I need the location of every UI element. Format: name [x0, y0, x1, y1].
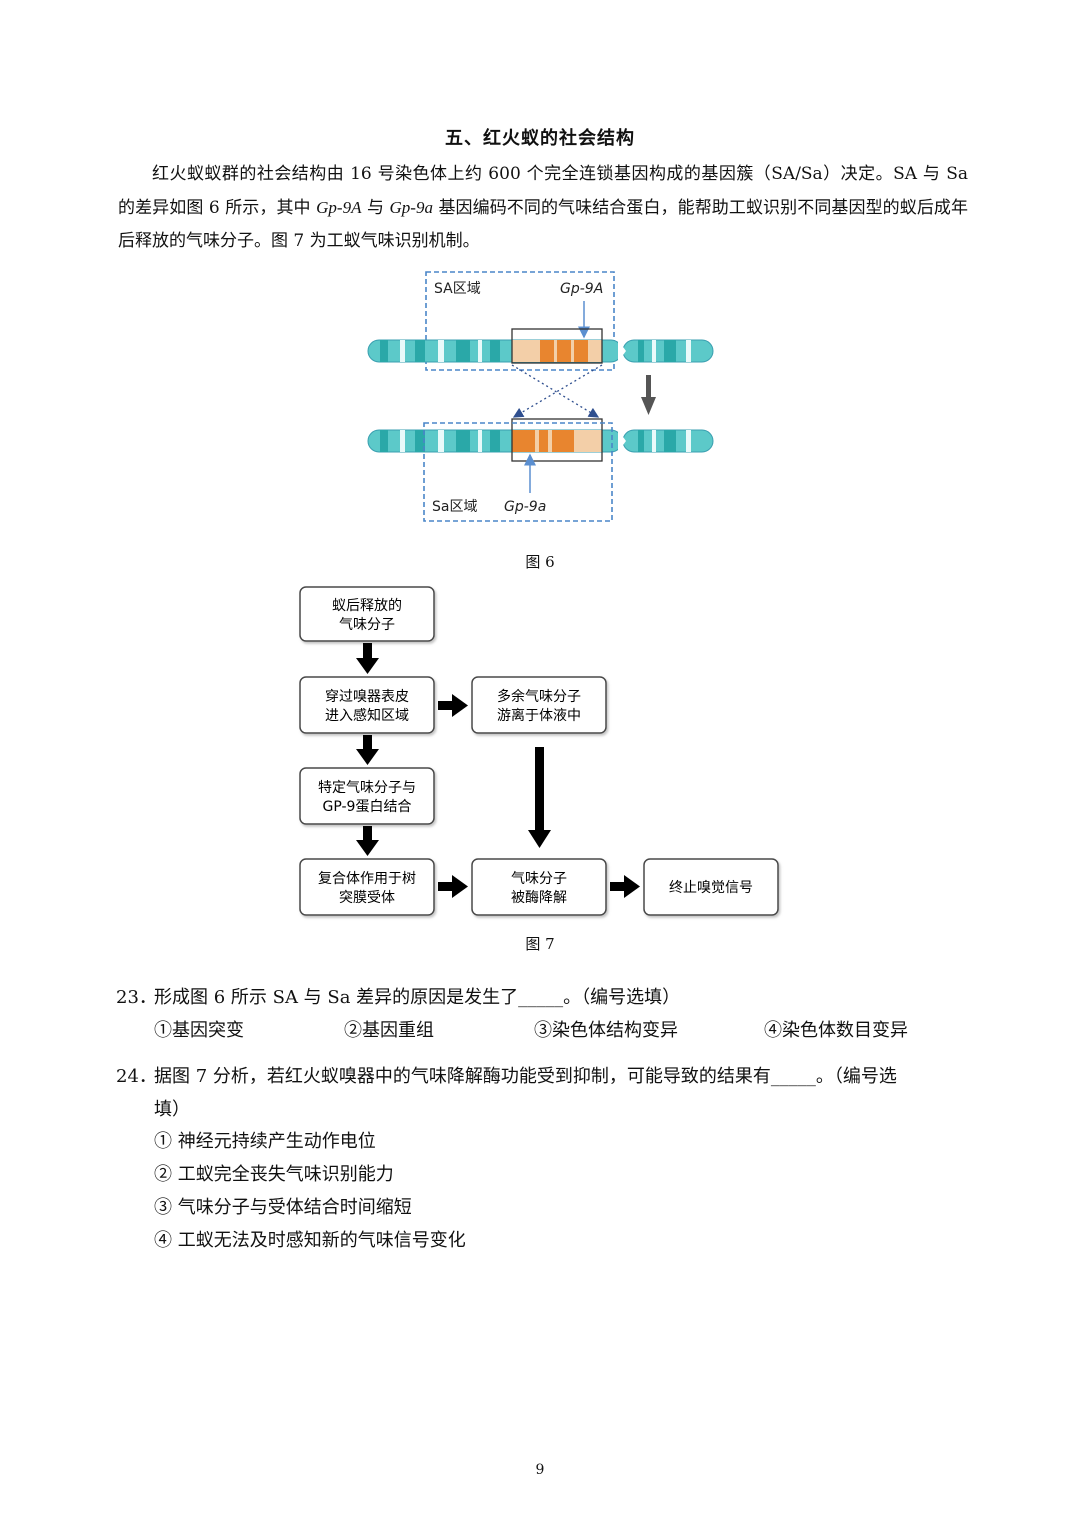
arrow-right-icon: [610, 875, 640, 898]
figure-7-flowchart: 蚁后释放的 气味分子 穿过嗅器表皮 进入感知区域 多余气味分子 游离于体液中 特…: [299, 586, 779, 916]
flow-box-penetrate: 穿过嗅器表皮 进入感知区域: [299, 676, 435, 734]
flow-box-terminate-signal: 终止嗅觉信号: [643, 858, 779, 916]
sa-small-region-label: Sa区域: [432, 499, 477, 515]
gene-gp9A: Gp-9A: [316, 198, 362, 217]
q24-option-2: ② 工蚁完全丧失气味识别能力: [154, 1164, 394, 1185]
intro-text-3: 基因编码不同的气味结合蛋白，能帮助工蚁识别不同基因型的蚁后成年后释放的气味分子。…: [118, 198, 968, 251]
question-23: 23． 形成图 6 所示 SA 与 Sa 差异的原因是发生了_____。（编号选…: [0, 983, 1080, 1009]
question-24-text-line2: 填）: [154, 1099, 190, 1120]
flow-box-complex-receptor: 复合体作用于树 突膜受体: [299, 858, 435, 916]
q23-option-3: ③染色体结构变异: [534, 1020, 678, 1041]
flow-text: 终止嗅觉信号: [669, 880, 753, 896]
arrow-right-icon: [438, 694, 468, 717]
down-arrow-icon: [641, 375, 656, 415]
section-title: 五、红火蚁的社会结构: [445, 128, 635, 149]
sa-region-label: SA区域: [434, 281, 481, 297]
arrow-down-icon: [356, 826, 379, 856]
flow-text: 多余气味分子: [497, 688, 581, 705]
q24-option-4: ④ 工蚁无法及时感知新的气味信号变化: [154, 1230, 466, 1251]
arrow-right-icon: [438, 875, 468, 898]
intro-text-1: 红火蚁蚁群的社会结构由 16 号染色体上约 600 个完全连锁基因构成的基因簇（…: [118, 164, 968, 218]
sa-small-region-box: [423, 422, 613, 522]
intro-text-2: 与: [361, 198, 390, 218]
gene-gp9a: Gp-9a: [389, 198, 433, 217]
bottom-chromosome: [367, 418, 714, 462]
arrow-down-icon: [356, 643, 379, 674]
page-number: 9: [535, 1462, 545, 1478]
top-chromosome: [367, 328, 714, 364]
question-24-text-line1: 据图 7 分析，若红火蚁嗅器中的气味降解酶功能受到抑制，可能导致的结果有____…: [154, 1066, 897, 1087]
q24-option-3: ③ 气味分子与受体结合时间缩短: [154, 1197, 412, 1218]
flow-box-excess-molecules: 多余气味分子 游离于体液中: [471, 676, 607, 734]
figure-7-caption: 图 7: [525, 935, 555, 953]
flow-text: 突膜受体: [339, 890, 395, 906]
flow-text: 气味分子: [511, 871, 567, 887]
q23-option-4: ④染色体数目变异: [764, 1020, 908, 1041]
question-23-number: 23．: [116, 987, 157, 1008]
arrow-down-icon: [356, 735, 379, 765]
flow-box-gp9-binding: 特定气味分子与 GP-9蛋白结合: [299, 767, 435, 825]
q23-option-1: ①基因突变: [154, 1020, 244, 1041]
question-24: 24． 据图 7 分析，若红火蚁嗅器中的气味降解酶功能受到抑制，可能导致的结果有…: [0, 1062, 1080, 1088]
flow-text: 特定气味分子与: [318, 780, 416, 796]
flow-box-queen-release: 蚁后释放的 气味分子: [299, 586, 435, 642]
flow-box-enzyme-degrade: 气味分子 被酶降解: [471, 858, 607, 916]
flow-text: GP-9蛋白结合: [323, 799, 412, 815]
arrow-down-long-icon: [528, 747, 551, 848]
flow-text: 穿过嗅器表皮: [325, 689, 409, 705]
gp9a-label: Gp-9a: [504, 499, 546, 515]
flow-text: 被酶降解: [511, 890, 567, 906]
q24-option-1: ① 神经元持续产生动作电位: [154, 1131, 376, 1152]
figure-6-diagram: SA区域 Gp-9A: [367, 271, 714, 522]
cross-line-2: [512, 364, 603, 418]
flow-text: 复合体作用于树: [318, 870, 416, 887]
flow-text: 气味分子: [339, 617, 395, 633]
flow-text: 蚁后释放的: [332, 598, 402, 614]
q23-option-2: ②基因重组: [344, 1020, 434, 1041]
question-24-number: 24．: [116, 1066, 157, 1087]
question-23-text: 形成图 6 所示 SA 与 Sa 差异的原因是发生了_____。（编号选填）: [154, 987, 681, 1008]
flow-text: 进入感知区域: [325, 707, 409, 724]
flow-text: 游离于体液中: [497, 707, 581, 724]
cross-line-1: [511, 364, 600, 418]
sa-region-box: [425, 271, 615, 371]
intro-paragraph: 红火蚁蚁群的社会结构由 16 号染色体上约 600 个完全连锁基因构成的基因簇（…: [118, 158, 968, 258]
figure-6-caption: 图 6: [525, 553, 555, 571]
gp9A-label: Gp-9A: [560, 281, 603, 297]
